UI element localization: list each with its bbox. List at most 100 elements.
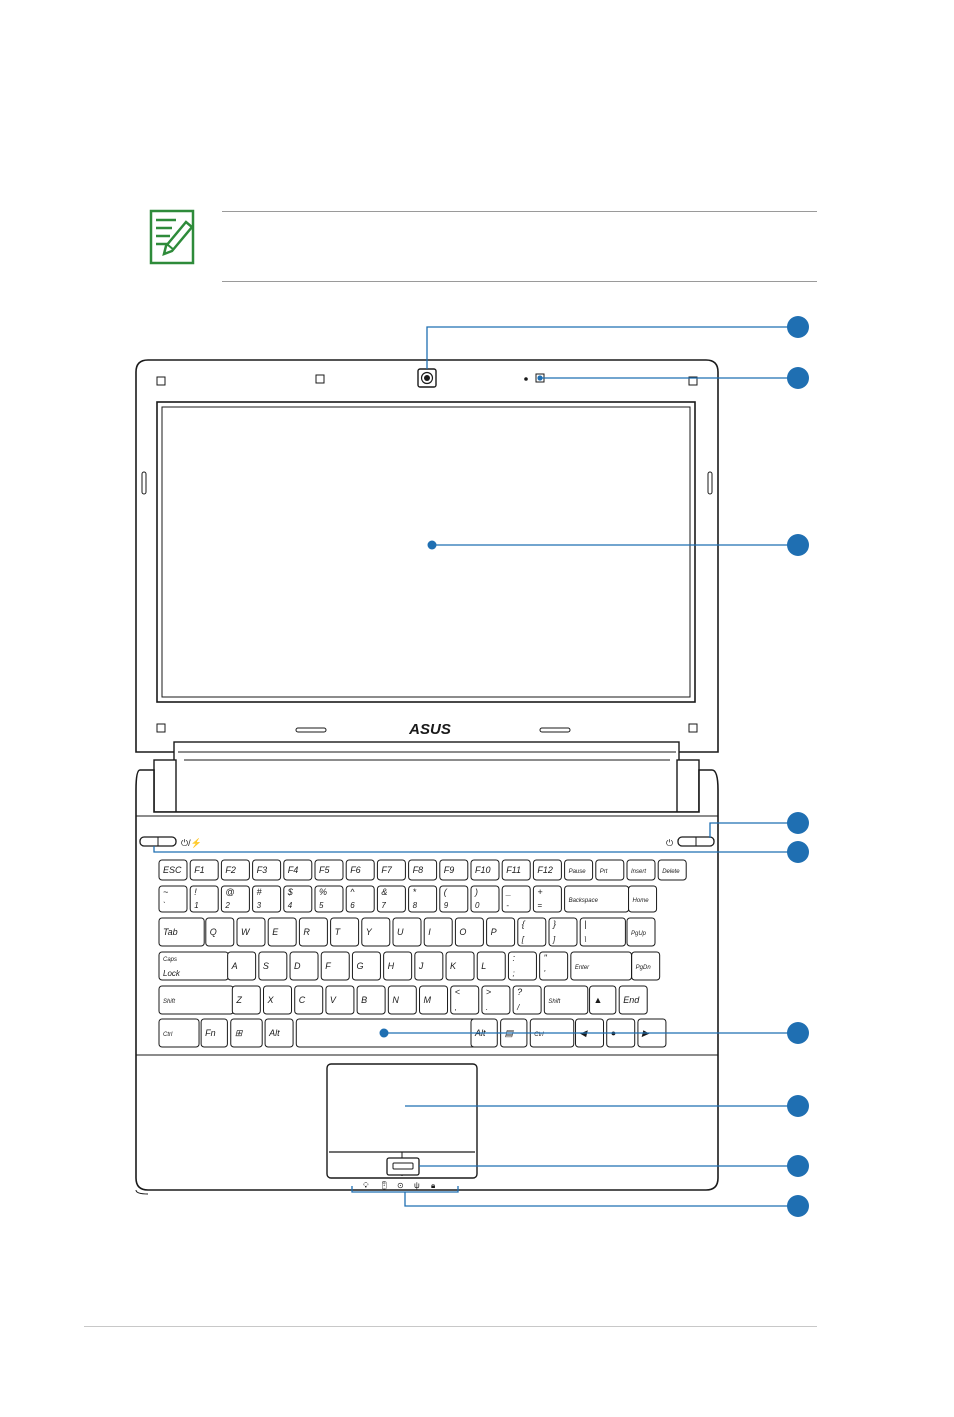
display-panel xyxy=(156,401,696,703)
key-label-lower: 1 xyxy=(194,901,198,910)
key-label: F2 xyxy=(225,865,236,875)
key-f4 xyxy=(283,859,313,881)
key-- xyxy=(507,951,537,981)
key-label: ⊞ xyxy=(235,1028,244,1038)
key-j xyxy=(414,951,444,981)
key-u xyxy=(392,917,422,947)
status-indicators: 💡︎ 🔋︎ ⊙ ψ 🔒︎ xyxy=(363,1181,435,1190)
key-label-lower: . xyxy=(486,1003,488,1012)
callout-marker-display-panel xyxy=(787,534,809,556)
key-- xyxy=(539,951,569,981)
key-- xyxy=(450,985,480,1015)
key-label: J xyxy=(418,961,424,971)
callout-marker-microphone xyxy=(787,367,809,389)
callout-marker-keyboard xyxy=(787,1022,809,1044)
key-label: Insert xyxy=(631,869,646,875)
key-- xyxy=(548,917,578,947)
key-label: _ xyxy=(505,887,511,897)
callout-lines xyxy=(153,326,797,1207)
key-label: F6 xyxy=(350,865,361,875)
key-label-lower: - xyxy=(506,901,509,910)
key--3 xyxy=(252,885,282,913)
key-f7 xyxy=(376,859,406,881)
key-label: ? xyxy=(517,987,522,997)
key-- xyxy=(579,917,626,947)
key-label: H xyxy=(388,961,395,971)
key-label: Caps xyxy=(163,957,177,963)
key-label: Ctrl xyxy=(163,1032,173,1038)
key-label: Shift xyxy=(548,999,560,1005)
key-label: O xyxy=(459,927,466,937)
key-label: F4 xyxy=(288,865,299,875)
key-label: { xyxy=(522,919,526,929)
key-v xyxy=(325,985,355,1015)
key-label-lower: Lock xyxy=(163,969,181,978)
key-label: M xyxy=(424,995,432,1005)
key-label: ESC xyxy=(163,865,182,875)
callout-marker-camera xyxy=(787,316,809,338)
svg-text:🔋︎: 🔋︎ xyxy=(379,1181,389,1190)
key-f6 xyxy=(345,859,375,881)
key-label: PgDn xyxy=(636,965,652,971)
key-label: * xyxy=(413,887,417,897)
key-label: Enter xyxy=(575,965,590,971)
key-label: R xyxy=(303,927,310,937)
key-pgdn xyxy=(631,951,661,981)
key-f2 xyxy=(220,859,250,881)
note-top-rule xyxy=(222,211,817,212)
key-k xyxy=(445,951,475,981)
key--5 xyxy=(314,885,344,913)
key-tab xyxy=(158,917,205,947)
key-alt xyxy=(264,1018,294,1048)
key-label: I xyxy=(428,927,431,937)
key-label-lower: 6 xyxy=(350,901,355,910)
key-label: P xyxy=(491,927,497,937)
key-z xyxy=(231,985,261,1015)
key-f11 xyxy=(501,859,531,881)
key-label: F1 xyxy=(194,865,205,875)
key-x xyxy=(263,985,293,1015)
key-label: % xyxy=(319,887,327,897)
key-label: Fn xyxy=(205,1028,216,1038)
key--0 xyxy=(470,885,500,913)
key--4 xyxy=(283,885,313,913)
key-- xyxy=(230,1018,263,1048)
key-pgup xyxy=(626,917,656,947)
key-f xyxy=(320,951,350,981)
key-ctrl xyxy=(158,1018,200,1048)
key-s xyxy=(258,951,288,981)
key-label-lower: 7 xyxy=(381,901,386,910)
key-- xyxy=(158,885,188,913)
key-label: ! xyxy=(194,887,197,897)
key-label: } xyxy=(552,919,556,929)
key-delete xyxy=(657,859,687,881)
key-label: F11 xyxy=(506,865,521,875)
key-label: Y xyxy=(366,927,373,937)
key-label: Ctrl xyxy=(534,1032,544,1038)
key-c xyxy=(294,985,324,1015)
key-label: Q xyxy=(210,927,217,937)
key-label: ^ xyxy=(350,887,355,897)
key-label: ) xyxy=(474,887,478,897)
key-label: Alt xyxy=(268,1028,280,1038)
svg-text:🔒︎: 🔒︎ xyxy=(431,1181,435,1190)
key-label-lower: 0 xyxy=(475,901,480,910)
power-button-icon: ⏻ xyxy=(666,838,673,848)
key--2 xyxy=(220,885,250,913)
key-w xyxy=(236,917,266,947)
key-label: Delete xyxy=(662,869,680,875)
key-label: K xyxy=(450,961,457,971)
key--1 xyxy=(189,885,219,913)
key-label-lower: 8 xyxy=(413,901,418,910)
note-bottom-rule xyxy=(222,281,817,282)
key-f8 xyxy=(408,859,438,881)
key-label: Backspace xyxy=(569,898,599,904)
key-label: $ xyxy=(287,887,294,897)
key-label: : xyxy=(512,953,515,963)
key-label: V xyxy=(330,995,337,1005)
note-icon xyxy=(146,206,198,266)
key-label-lower: , xyxy=(455,1003,457,1012)
key-label: Pause xyxy=(569,869,587,875)
key-f10 xyxy=(470,859,500,881)
callout-marker-touchpad xyxy=(787,1095,809,1117)
